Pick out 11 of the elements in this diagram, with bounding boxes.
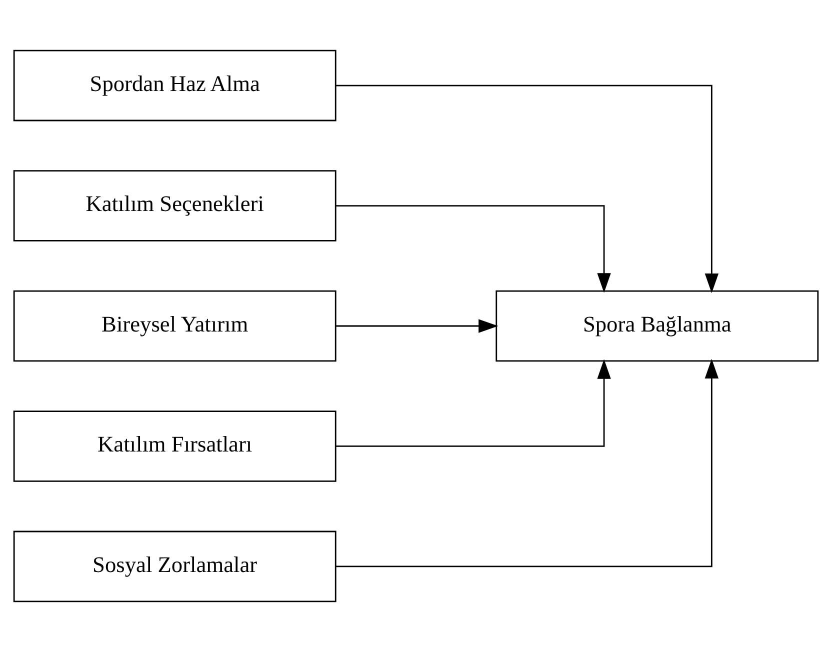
node-box: Bireysel Yatırım <box>13 290 336 362</box>
node-box: Katılım Fırsatları <box>13 410 336 482</box>
arrow <box>336 359 611 447</box>
node-box: Katılım Seçenekleri <box>13 170 336 242</box>
node-box: Spora Bağlanma <box>496 290 819 362</box>
arrow <box>336 358 719 568</box>
arrow <box>336 84 719 294</box>
node-box: Spordan Haz Alma <box>13 50 336 122</box>
arrow <box>336 319 498 333</box>
arrow <box>336 205 611 293</box>
node-box: Sosyal Zorlamalar <box>13 530 336 602</box>
